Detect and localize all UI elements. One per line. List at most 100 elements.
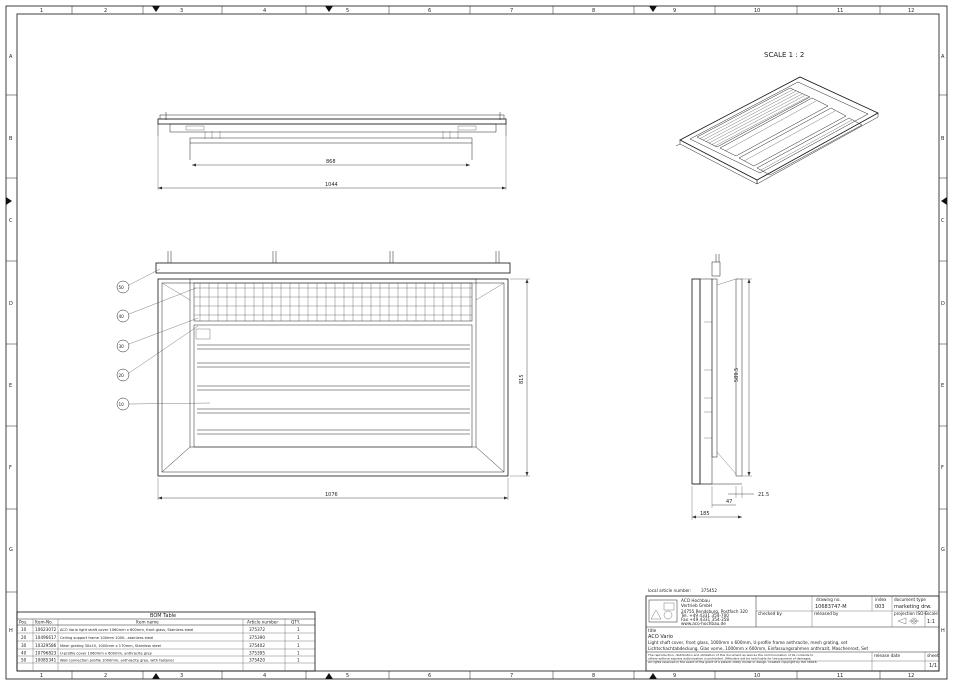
col-label-bottom: 8 bbox=[592, 673, 595, 679]
checked-by-label: checked by bbox=[758, 611, 782, 616]
row-label-left: B bbox=[9, 136, 13, 142]
bom-cell: 375395 bbox=[249, 651, 265, 656]
bom-cell: 375420 bbox=[249, 658, 265, 663]
row-label-right: E bbox=[941, 383, 944, 389]
bom-cell: 375402 bbox=[249, 643, 265, 648]
bom-cell: 50 bbox=[21, 658, 27, 663]
column-labels: 1 2 3 4 5 6 7 8 9 10 11 12 1 2 3 4 5 6 7… bbox=[40, 8, 914, 679]
bom-cell: 10623072 bbox=[35, 627, 57, 632]
sheet-value: 1/1 bbox=[929, 663, 937, 669]
col-label-bottom: 12 bbox=[908, 673, 914, 679]
notice-line: others without express authorization is … bbox=[648, 657, 811, 661]
bom-cell: 1 bbox=[297, 627, 300, 632]
col-label-bottom: 4 bbox=[263, 673, 266, 679]
bom-cell: 375372 bbox=[249, 627, 265, 632]
title-block: local article number: 375452 ACO Hochbau… bbox=[645, 588, 940, 672]
col-label-bottom: 7 bbox=[510, 673, 513, 679]
balloon bbox=[116, 280, 130, 294]
dim-side-overall: 185 bbox=[700, 511, 710, 517]
notice-line: All rights reserved in the event of the … bbox=[648, 660, 817, 664]
title-line: Light shaft cover, front glass, 1000mm x… bbox=[648, 640, 848, 645]
col-label-top: 7 bbox=[510, 8, 513, 14]
row-label-left: G bbox=[9, 547, 13, 553]
col-label-top: 10 bbox=[754, 8, 760, 14]
row-label-left: E bbox=[9, 383, 12, 389]
col-label-bottom: 10 bbox=[754, 673, 760, 679]
col-label-top: 5 bbox=[346, 8, 349, 14]
col-label-top: 6 bbox=[428, 8, 431, 14]
col-label-top: 11 bbox=[837, 8, 843, 14]
notice-line: The reproduction, distribution and utili… bbox=[647, 653, 813, 657]
title-label: title bbox=[648, 628, 657, 633]
bom-header: Pos. bbox=[19, 620, 27, 625]
bom-cell: 1 bbox=[297, 658, 300, 663]
bom-cell: 10329586 bbox=[35, 643, 57, 648]
index-value: 003 bbox=[875, 604, 885, 610]
bom-header: QTY. bbox=[291, 620, 300, 625]
drawing-no-value: 10683747-M bbox=[815, 604, 847, 610]
bom-item-name: Ceiling support frame 100mm 1000...stain… bbox=[60, 636, 153, 640]
row-label-right: H bbox=[941, 628, 945, 634]
company-line: www.aco-hochbau.de bbox=[681, 621, 726, 626]
bom-item-name: U-profile cover 1060mm x 600mm, anthraci… bbox=[60, 652, 153, 656]
row-label-right: D bbox=[941, 301, 945, 307]
dim-front-height: 815 bbox=[519, 374, 525, 384]
scale-label: SCALE 1 : 2 bbox=[764, 51, 804, 59]
title-line: ACO Vario bbox=[648, 634, 673, 640]
company-line: 24755 Rendsburg, Postfach 320 bbox=[681, 609, 748, 614]
dim-top-inner: 868 bbox=[326, 159, 336, 165]
col-label-top: 12 bbox=[908, 8, 914, 14]
col-label-top: 2 bbox=[104, 8, 107, 14]
bom-cell: 375390 bbox=[249, 635, 265, 640]
company-line: Fax +49 4331 354-358 bbox=[681, 617, 729, 622]
doc-type-label: document type bbox=[894, 597, 926, 602]
col-label-top: 3 bbox=[180, 8, 183, 14]
scale-value-tb: 1:1 bbox=[927, 619, 935, 625]
bom-header: Article number bbox=[247, 620, 278, 625]
title-line: Lichtschachtabdeckung, Glas vorne, 1000m… bbox=[648, 646, 868, 651]
company-address: ACO Hochbau Vertrieb GmbH 24755 Rendsbur… bbox=[680, 598, 748, 626]
bom-cell: 40 bbox=[21, 651, 27, 656]
col-label-top: 9 bbox=[673, 8, 676, 14]
balloon bbox=[116, 339, 130, 353]
projection-symbol-icon bbox=[897, 617, 919, 625]
balloon-label: 30 bbox=[119, 344, 125, 349]
isometric-view: SCALE 1 : 2 bbox=[675, 51, 879, 185]
col-label-bottom: 11 bbox=[837, 673, 843, 679]
balloon bbox=[116, 309, 130, 323]
row-label-right: G bbox=[941, 547, 945, 553]
balloon-label: 40 bbox=[119, 314, 125, 319]
col-label-top: 4 bbox=[263, 8, 266, 14]
front-view: 1076 815 50 40 30 20 10 bbox=[116, 251, 530, 500]
row-label-right: A bbox=[941, 54, 945, 60]
row-labels: A B C D E F G H A B C D E F G H bbox=[9, 54, 945, 634]
bom-cell: 30 bbox=[21, 643, 27, 648]
projection-label: projection ISO-E bbox=[894, 611, 928, 616]
col-label-bottom: 9 bbox=[673, 673, 676, 679]
local-article-value: 375452 bbox=[701, 588, 717, 593]
scale-label-tb: scale bbox=[927, 611, 938, 616]
bom-item-name: Mesh grating 30x10, 1000mm x 170mm, Stai… bbox=[60, 644, 161, 648]
bom-title: BOM Table bbox=[150, 613, 176, 619]
balloon bbox=[116, 368, 130, 382]
bom-cell: 1 bbox=[297, 635, 300, 640]
bom-cell: 10796823 bbox=[35, 651, 57, 656]
bom-header: Item name bbox=[136, 620, 159, 625]
sheet-label: sheet bbox=[927, 653, 939, 658]
col-label-top: 8 bbox=[592, 8, 595, 14]
index-label: index bbox=[875, 597, 887, 602]
bom-item-name: ACO Vario light shaft cover 1060mm x 600… bbox=[60, 628, 193, 632]
dim-side-depth: 21.5 bbox=[758, 492, 769, 498]
aco-logo bbox=[648, 599, 678, 623]
dim-side-offset: 47 bbox=[726, 499, 732, 505]
row-label-left: A bbox=[9, 54, 13, 60]
col-label-bottom: 1 bbox=[40, 673, 43, 679]
col-label-bottom: 2 bbox=[104, 673, 107, 679]
released-by-label: released by bbox=[814, 611, 839, 616]
dim-front-width: 1076 bbox=[325, 492, 338, 498]
dim-top-overall: 1044 bbox=[325, 182, 338, 188]
bom-table: BOM Table Pos. Item-No. Item name Articl… bbox=[16, 611, 316, 672]
